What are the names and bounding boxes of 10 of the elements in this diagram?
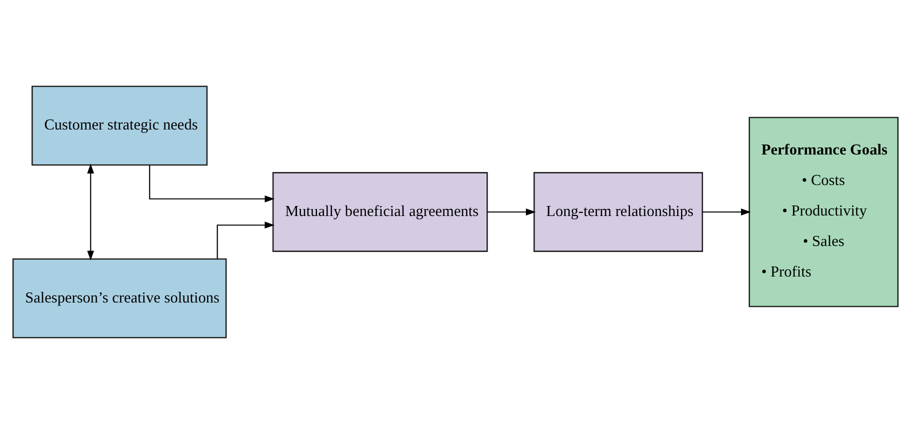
arrow <box>87 164 94 261</box>
arrow <box>216 222 275 259</box>
node-box: Salesperson’s creative solutions <box>12 258 227 338</box>
arrow <box>487 208 536 216</box>
node-box: Mutually beneficial agreements <box>272 172 488 252</box>
node-box: Long-term relationships <box>534 172 704 252</box>
node-box: Performance Goals • Costs • Productivity • Sales • Profits <box>748 116 899 308</box>
node-box: Customer strategic needs <box>32 86 208 166</box>
arrow <box>149 165 275 202</box>
arrow <box>702 208 751 216</box>
